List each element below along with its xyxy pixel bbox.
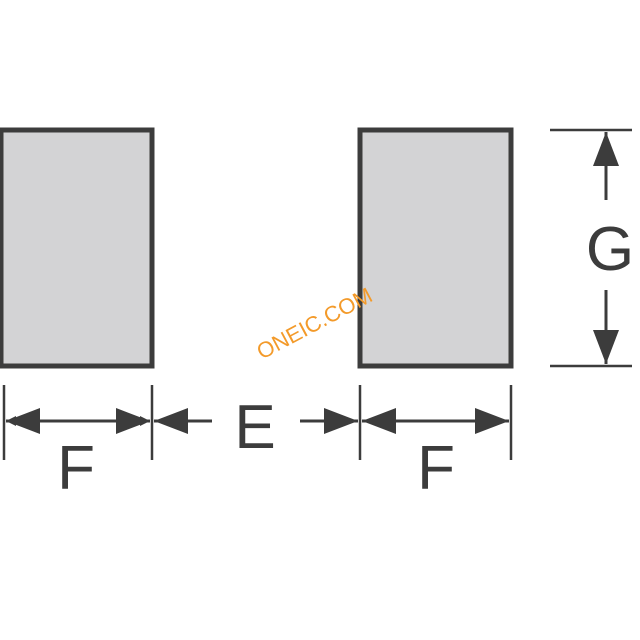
dimension-height-g-arrows xyxy=(593,132,619,364)
label-right-f: F xyxy=(417,434,455,503)
dimension-right-f-arrows xyxy=(362,408,509,434)
left-pad xyxy=(0,127,155,369)
dimension-left-f-arrows xyxy=(6,408,150,434)
label-gap-e: E xyxy=(234,393,275,462)
label-height-g: G xyxy=(586,215,634,284)
label-left-f: F xyxy=(57,434,95,503)
right-pad xyxy=(357,127,514,369)
dimension-gap-e-arrows xyxy=(154,408,358,434)
extension-lines xyxy=(2,128,632,460)
